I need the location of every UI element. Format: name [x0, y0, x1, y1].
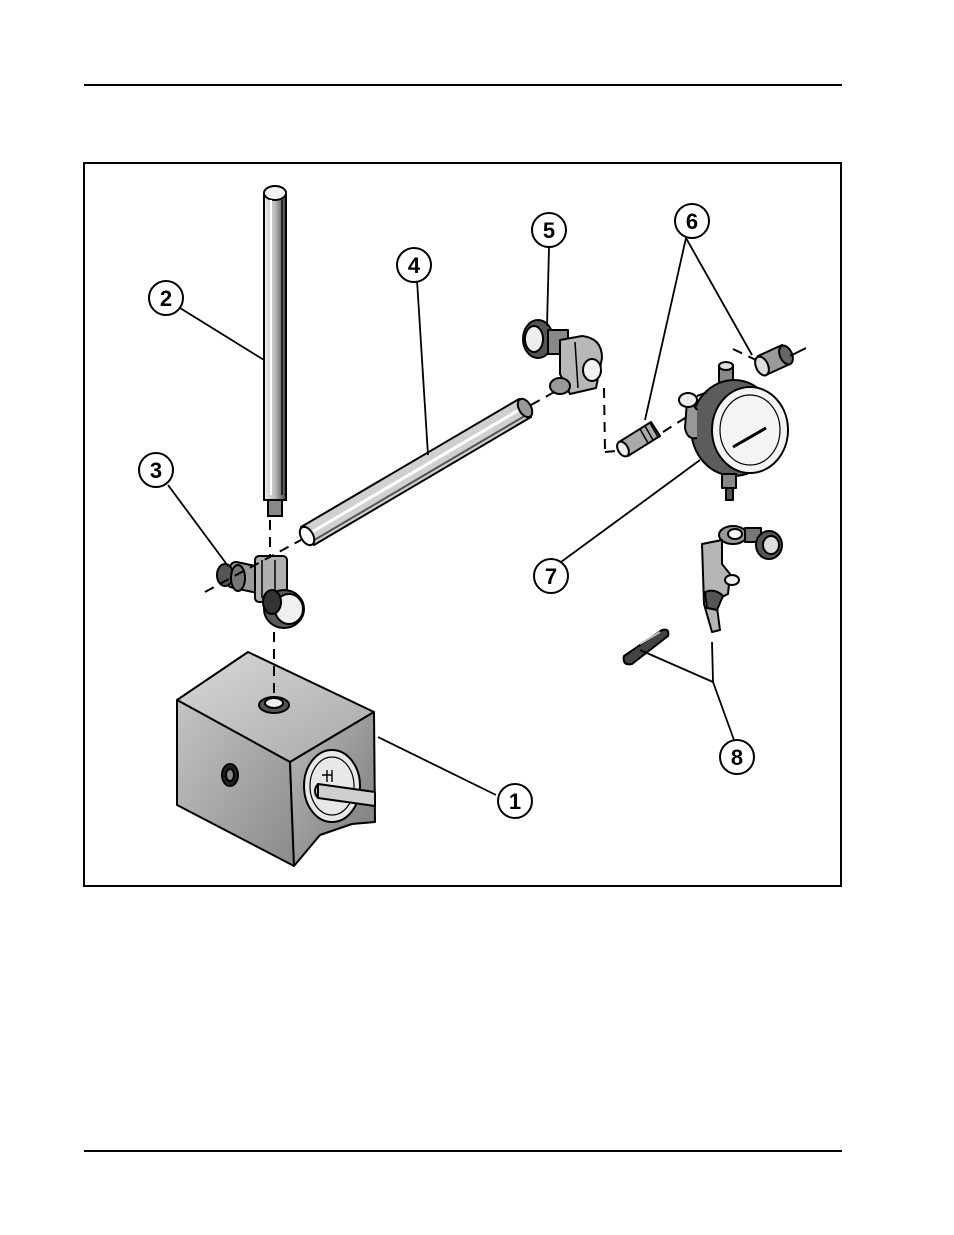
callout-8-label: 8	[731, 745, 743, 770]
vertical-rod	[264, 186, 286, 516]
callout-5-label: 5	[543, 218, 555, 243]
callout-3-label: 3	[150, 458, 162, 483]
swivel-clamp	[217, 556, 304, 628]
callout-3: 3	[139, 453, 173, 487]
magnetic-base	[177, 652, 375, 866]
callout-4-label: 4	[408, 253, 421, 278]
callout-6-label: 6	[686, 209, 698, 234]
callout-2-label: 2	[160, 286, 172, 311]
callout-1-label: 1	[509, 789, 521, 814]
callout-5: 5	[532, 213, 566, 247]
upper-clamp	[523, 320, 602, 394]
callout-8: 8	[720, 740, 754, 774]
adapter-nut	[752, 343, 806, 377]
callout-2: 2	[149, 281, 183, 315]
horizontal-rod	[297, 396, 535, 547]
callout-4: 4	[397, 248, 431, 282]
callout-7: 7	[534, 559, 568, 593]
callout-1: 1	[498, 784, 532, 818]
dial-indicator	[679, 362, 788, 500]
callout-6: 6	[675, 204, 709, 238]
indicator-clamp	[702, 526, 782, 632]
assembly-lines	[205, 349, 756, 693]
adapter-stem	[615, 422, 660, 458]
callout-7-label: 7	[545, 564, 557, 589]
